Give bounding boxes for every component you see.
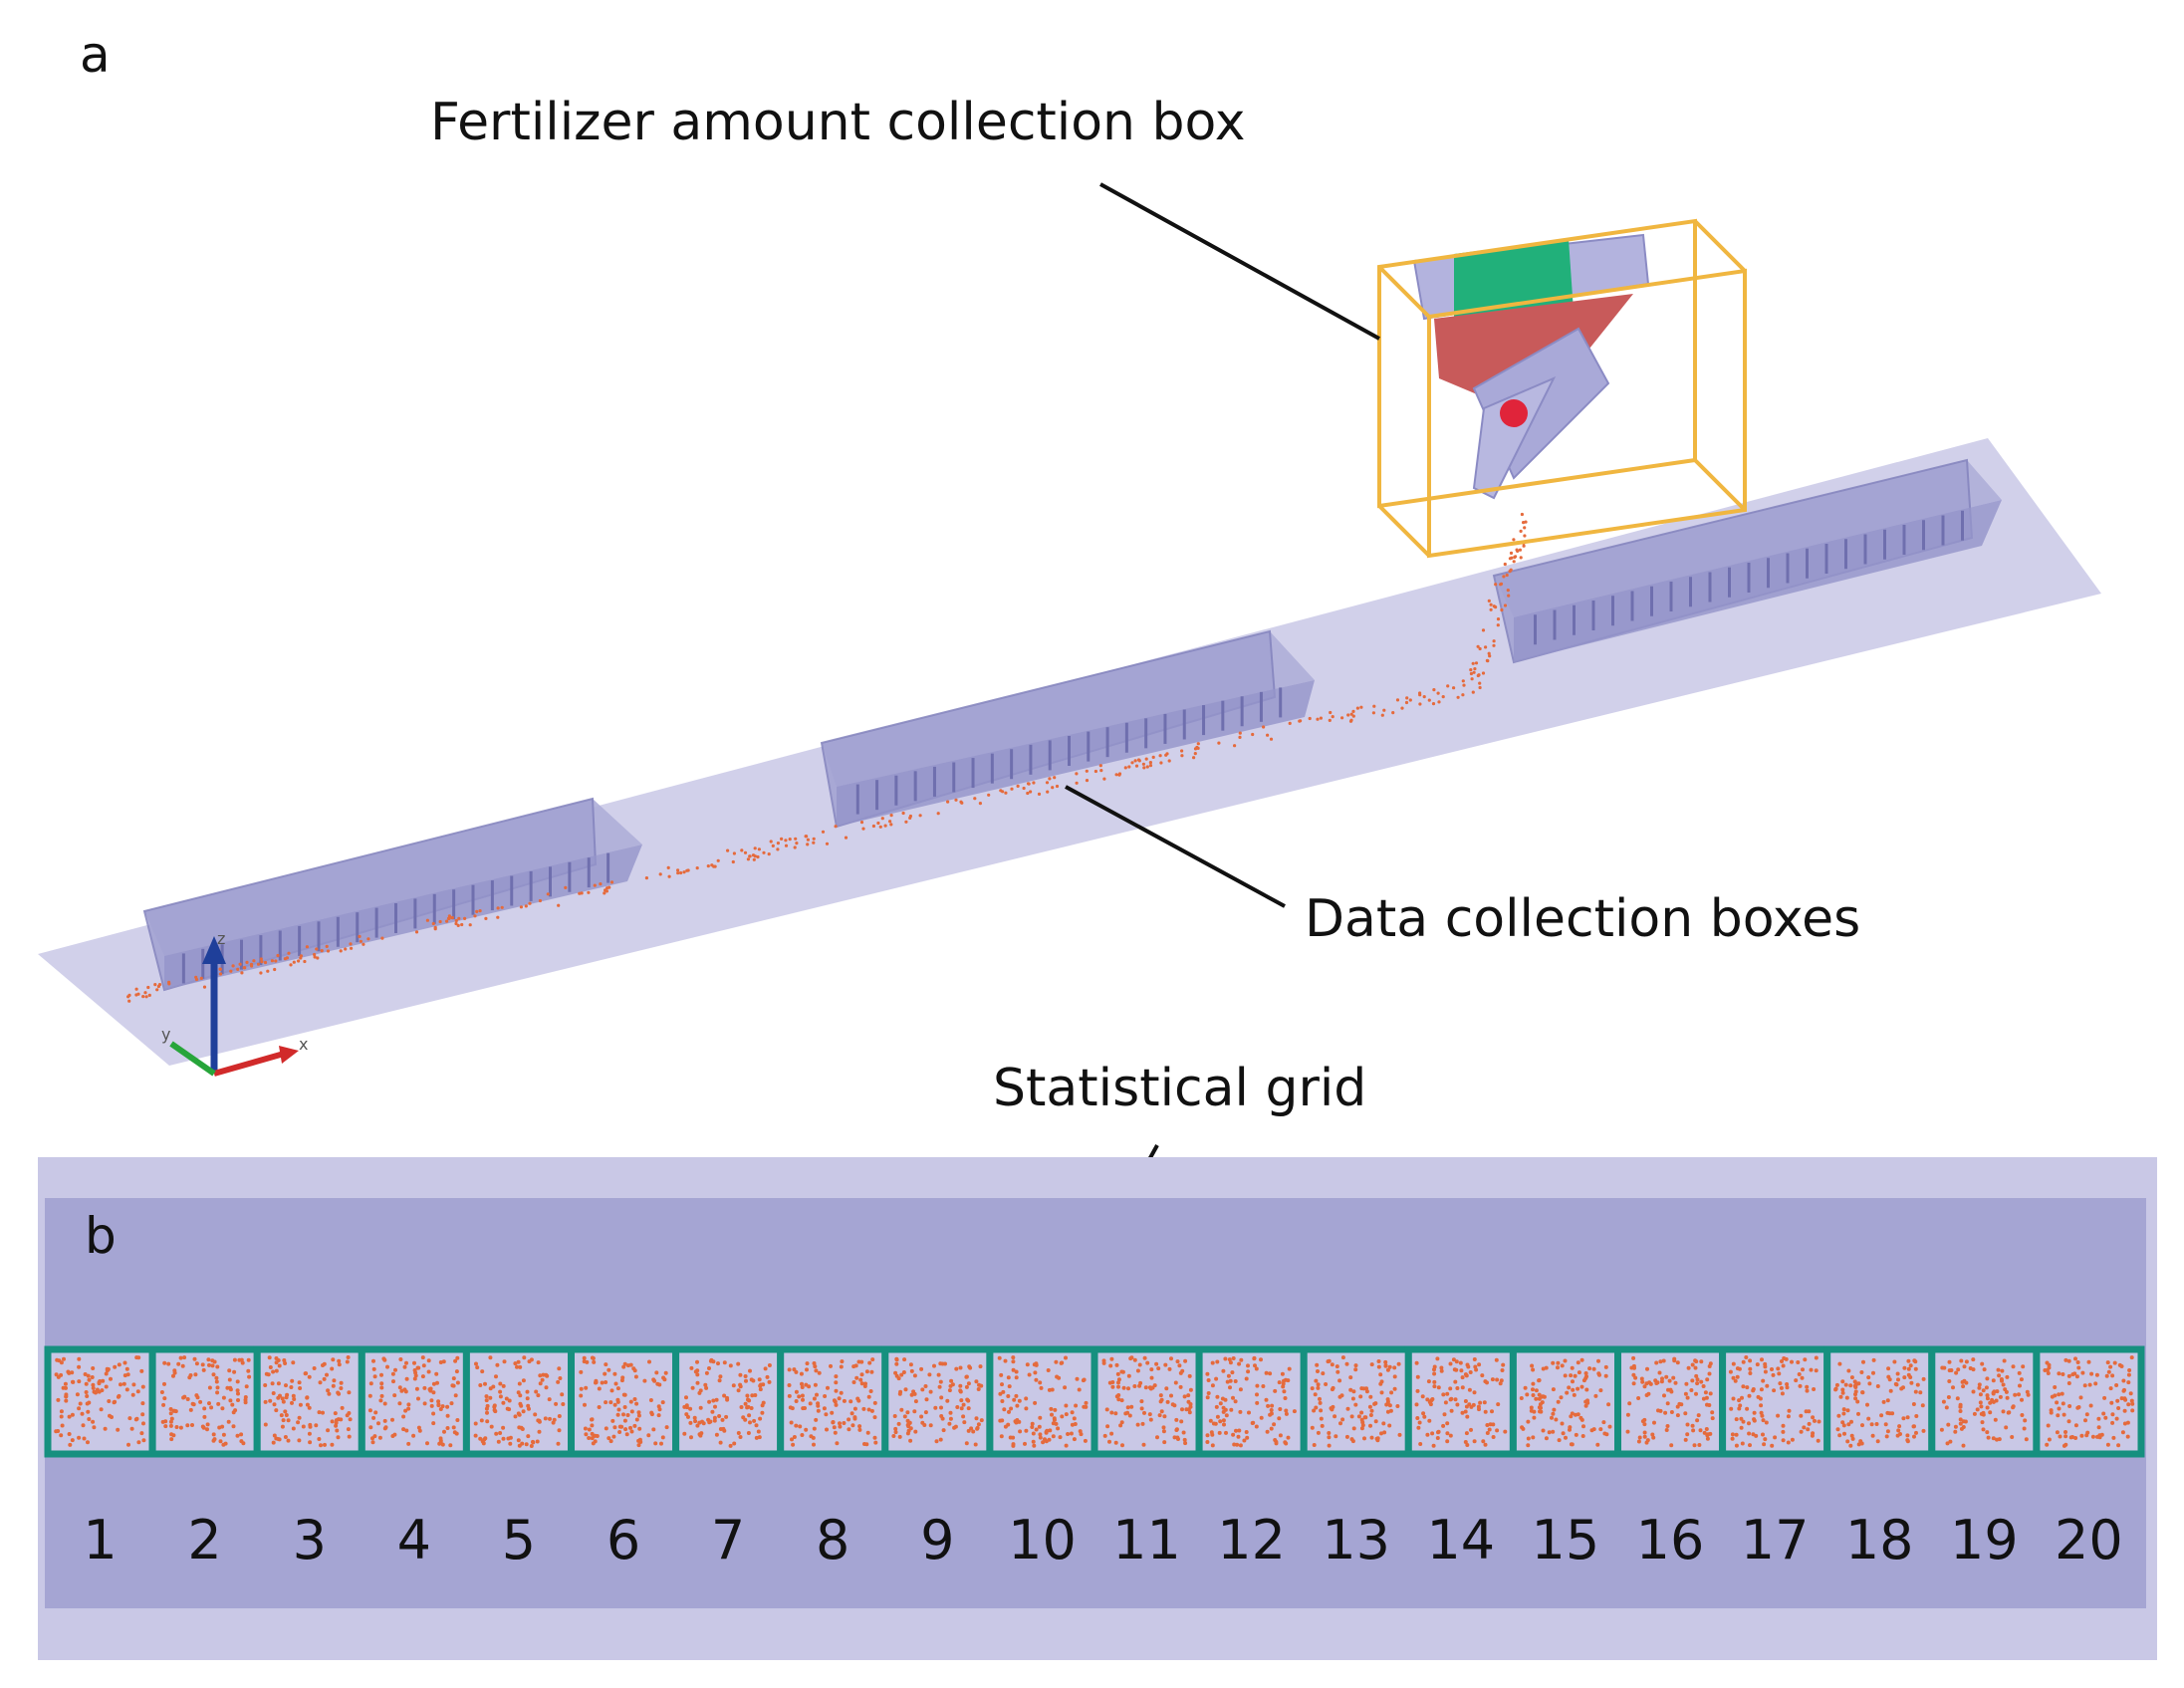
statistical-grid [44, 1345, 2145, 1458]
statistical-grid-label: Statistical grid [993, 1059, 1366, 1118]
y-axis-label: y [161, 1025, 170, 1044]
grid-cell-number: 17 [1741, 1509, 1810, 1571]
coordinate-axes: z y x [161, 929, 308, 1077]
data-collection-box-1 [142, 797, 642, 992]
x-axis-label: x [299, 1035, 308, 1054]
grid-cell [462, 1345, 575, 1458]
fertilizer-particle-stream [126, 512, 1528, 1003]
grid-cell-number: 6 [607, 1509, 640, 1571]
grid-cell [44, 1345, 156, 1458]
grid-cell-number: 13 [1322, 1509, 1390, 1571]
panel-b-letter: b [85, 1207, 117, 1265]
data-boxes-leader [1065, 785, 1286, 908]
grid-cell [881, 1345, 994, 1458]
fertilizer-box-label: Fertilizer amount collection box [430, 93, 1246, 152]
grid-cell-number: 2 [187, 1509, 221, 1571]
z-axis-label: z [217, 929, 225, 948]
grid-cell [253, 1345, 365, 1458]
grid-cell-number: 18 [1845, 1509, 1914, 1571]
grid-cell-number: 16 [1636, 1509, 1705, 1571]
grid-cell-number: 10 [1008, 1509, 1077, 1571]
fertilizer-collection-box-frame [1377, 218, 1747, 559]
grid-cell-number: 20 [2055, 1509, 2123, 1571]
data-collection-box-3 [1492, 458, 2002, 664]
grid-cell-number: 9 [920, 1509, 954, 1571]
grid-cell-number: 7 [711, 1509, 745, 1571]
grid-cell-number: 15 [1532, 1509, 1600, 1571]
fertilizer-apparatus [1412, 233, 1650, 500]
grid-cell [1404, 1345, 1517, 1458]
grid-cell-number: 3 [293, 1509, 327, 1571]
fertilizer-box-leader [1099, 182, 1380, 341]
grid-cell-number: 5 [502, 1509, 536, 1571]
grid-cell-number: 1 [83, 1509, 117, 1571]
grid-cell-number: 11 [1112, 1509, 1181, 1571]
grid-cell [1823, 1345, 1936, 1458]
grid-cell-number: 12 [1217, 1509, 1286, 1571]
grid-cell-number: 19 [1950, 1509, 2019, 1571]
grid-cell [2033, 1345, 2145, 1458]
panel-a-letter: a [80, 26, 111, 84]
grid-cell-number: 4 [397, 1509, 431, 1571]
data-collection-box-2 [820, 629, 1315, 829]
data-boxes-label: Data collection boxes [1305, 889, 1860, 949]
grid-cell-number: 8 [816, 1509, 849, 1571]
grid-cell-number: 14 [1426, 1509, 1495, 1571]
